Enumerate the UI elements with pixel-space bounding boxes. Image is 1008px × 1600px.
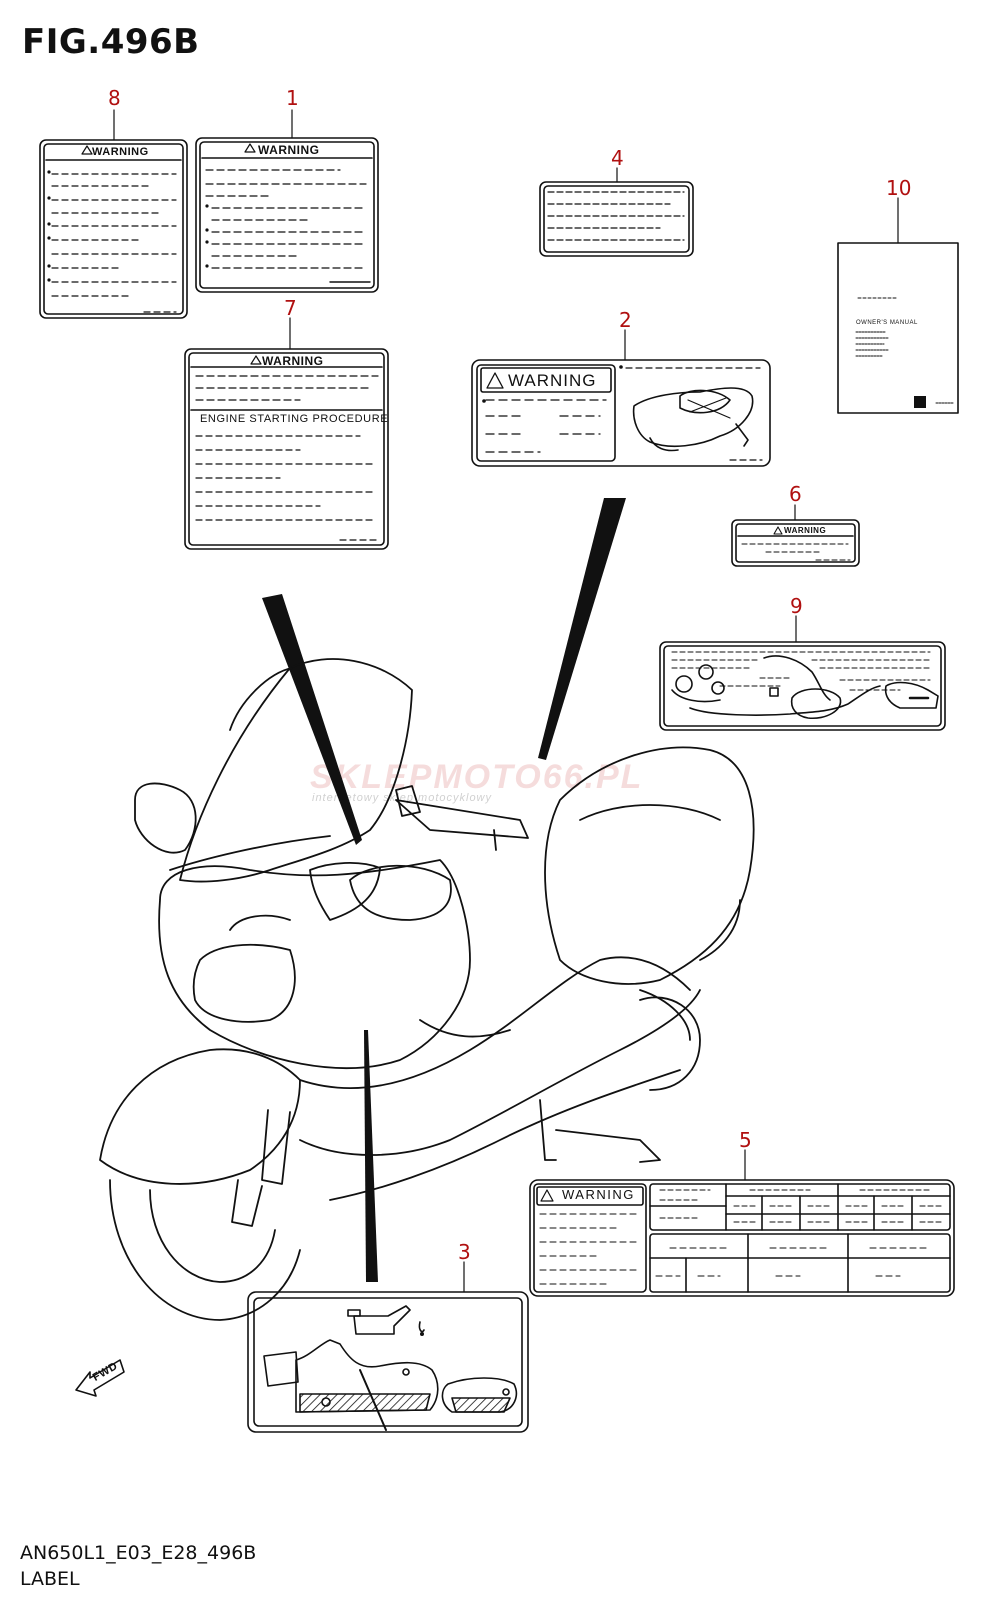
- figure-name: LABEL: [20, 1568, 80, 1590]
- label-3-sticker: [247, 1261, 529, 1433]
- pointer-wedge-handlebar: [538, 498, 626, 760]
- label-8-sticker: [39, 109, 188, 319]
- callout-2: 2: [619, 308, 632, 332]
- label-5-warning-text: WARNING: [562, 1187, 635, 1202]
- callout-7: 7: [284, 296, 297, 320]
- label-2-warning-text: WARNING: [508, 371, 597, 390]
- watermark-subtitle: internetowy sklep motocyklowy: [312, 792, 493, 804]
- callout-5: 5: [739, 1128, 752, 1152]
- pointer-wedge-underseat: [364, 1030, 378, 1282]
- callout-3: 3: [458, 1240, 471, 1264]
- label-4-sticker: [539, 167, 694, 257]
- label-1-warning-text: WARNING: [258, 143, 320, 157]
- label-5-sticker: [529, 1149, 955, 1297]
- pointer-wedge-windscreen: [262, 594, 362, 845]
- callout-10: 10: [886, 176, 912, 200]
- label-10-owners-manual-text: OWNER'S MANUAL: [856, 320, 918, 326]
- callout-1: 1: [286, 86, 299, 110]
- fwd-arrow: [75, 1359, 125, 1397]
- scooter-body: [99, 658, 755, 1321]
- callout-6: 6: [789, 482, 802, 506]
- callout-4: 4: [611, 146, 624, 170]
- label-6-warning-text: WARNING: [784, 526, 827, 535]
- label-7-sticker: [184, 317, 389, 550]
- figure-code: AN650L1_E03_E28_496B: [20, 1542, 257, 1564]
- label-2-sticker: [471, 329, 771, 467]
- watermark: SKLEPMOTO66.PL: [310, 758, 644, 796]
- label-7-engine-starting-text: ENGINE STARTING PROCEDURE: [200, 413, 389, 425]
- callout-9: 9: [790, 594, 803, 618]
- callout-8: 8: [108, 86, 121, 110]
- label-7-warning-text: WARNING: [262, 354, 324, 368]
- label-10-owners-manual: [837, 197, 959, 414]
- label-6-sticker: [731, 504, 860, 567]
- label-9-sticker: [659, 615, 946, 731]
- label-8-warning-text: WARNING: [92, 146, 149, 158]
- figure-title: FIG.496B: [22, 22, 200, 62]
- label-1-sticker: [195, 109, 379, 293]
